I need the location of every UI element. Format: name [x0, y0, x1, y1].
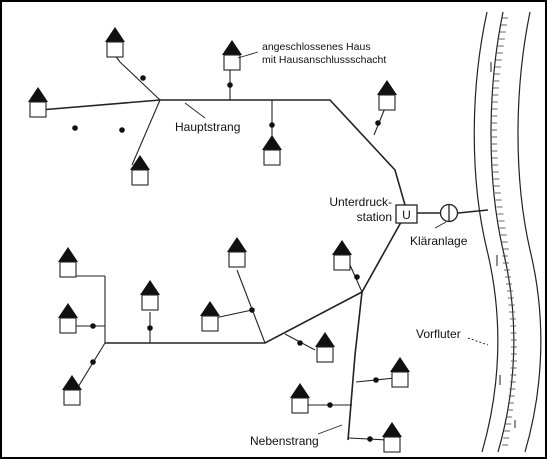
connection-line: [214, 309, 253, 319]
house-icon: [58, 303, 78, 334]
labels: angeschlossenes Haus mit Hausanschlusssc…: [175, 41, 468, 448]
house-icon: [382, 422, 402, 453]
branch-line: [347, 291, 363, 441]
connection-line: [236, 269, 266, 344]
house-icon: [130, 155, 150, 186]
river-icon: [473, 11, 542, 453]
house-icon: [290, 383, 310, 414]
label-treatment-plant: Kläranlage: [410, 234, 468, 248]
house-icon: [140, 280, 160, 311]
station-symbol: U: [402, 208, 411, 222]
house-icon: [377, 80, 397, 111]
house-icon: [222, 40, 242, 71]
main-line-lower: [105, 214, 406, 344]
river-hatching: [491, 17, 517, 446]
house-icon: [62, 375, 82, 406]
house-icon: [315, 332, 335, 363]
connection-line: [119, 61, 161, 101]
shaft-icon: [147, 325, 153, 331]
label-vacuum-station-line2: station: [357, 210, 392, 224]
leader-treatment-plant: [434, 221, 447, 229]
label-house-connected-line2: mit Hausanschlussschacht: [262, 54, 386, 66]
river-bank-right: [517, 11, 542, 453]
shaft-icon: [140, 75, 146, 81]
shaft-icon: [90, 323, 96, 329]
house-icon: [262, 135, 282, 166]
label-main-line: Hauptstrang: [175, 120, 240, 134]
houses: [28, 27, 410, 453]
shaft-icon: [354, 274, 360, 280]
shaft-icon: [72, 125, 78, 131]
outfall-line: [457, 209, 489, 214]
label-leaders: [184, 51, 489, 435]
house-icon: [58, 247, 78, 278]
connection-line: [131, 99, 161, 166]
label-branch-line: Nebenstrang: [250, 434, 319, 448]
shaft-icon: [375, 120, 381, 126]
shaft-icon: [119, 127, 125, 133]
shaft-icon: [269, 122, 275, 128]
house-icon: [227, 237, 247, 268]
vacuum-station-icon: U: [395, 204, 418, 224]
house-icon: [28, 87, 48, 118]
shaft-icon: [297, 340, 303, 346]
house-icon: [105, 27, 125, 58]
shaft-icon: [249, 307, 255, 313]
leader-receiving-water: [467, 337, 489, 346]
house-icon: [332, 240, 352, 271]
river-bank-left: [473, 11, 499, 453]
house-icon: [200, 301, 220, 332]
shaft-icon: [227, 82, 233, 88]
shaft-icon: [373, 377, 379, 383]
leader-main-line: [184, 102, 206, 119]
pipe-network: [39, 99, 489, 441]
connection-line: [74, 342, 106, 393]
leader-house-connected: [237, 51, 259, 59]
main-line-upper: [39, 99, 406, 206]
label-house-connected-line1: angeschlossenes Haus: [262, 41, 371, 53]
shaft-icon: [90, 359, 96, 365]
treatment-plant-icon: [439, 203, 459, 223]
shaft-icon: [367, 436, 373, 442]
house-icon: [390, 357, 410, 388]
river-bank-right-inner: [490, 11, 515, 453]
leader-branch-line: [317, 424, 343, 435]
shaft-icon: [327, 402, 333, 408]
label-vacuum-station-line1: Unterdruck-: [329, 195, 392, 209]
house-connection-shafts: [72, 75, 381, 442]
label-receiving-water: Vorfluter: [416, 327, 461, 341]
